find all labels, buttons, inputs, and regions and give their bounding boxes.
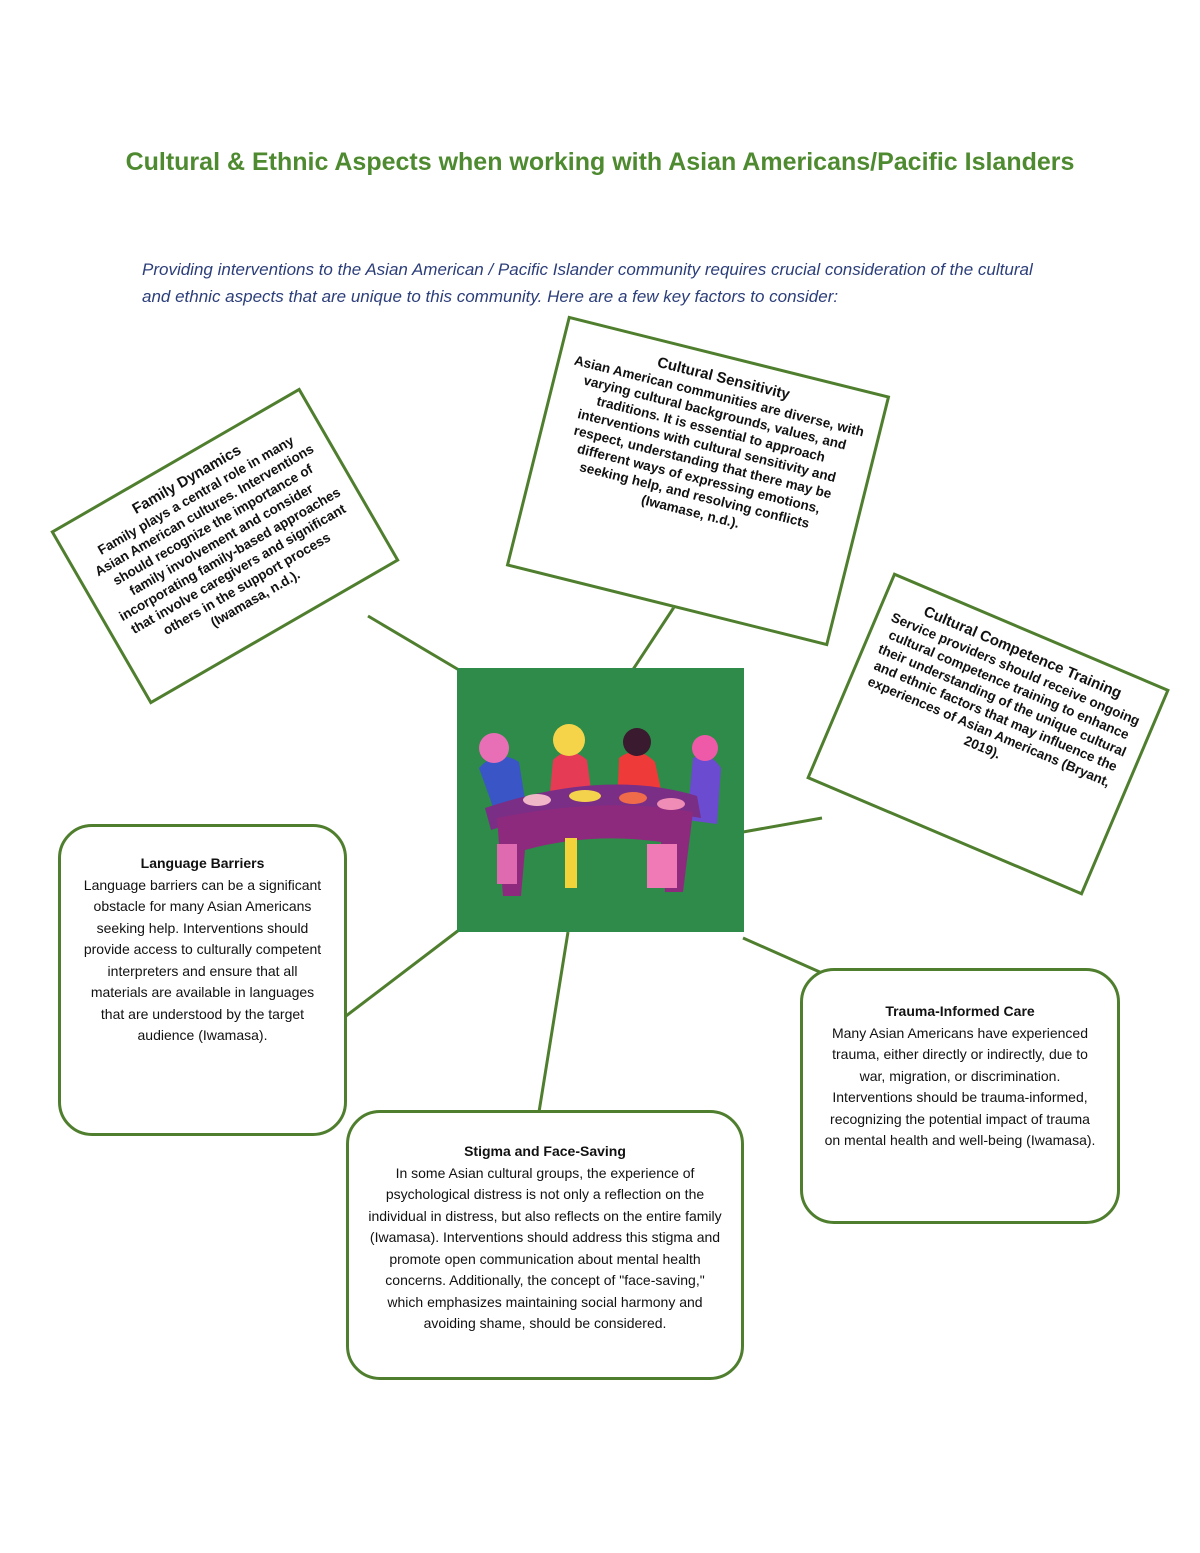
trauma-informed-care-heading: Trauma-Informed Care <box>821 1001 1099 1023</box>
connector-competence <box>743 818 822 832</box>
language-barriers-heading: Language Barriers <box>79 853 326 875</box>
language-barriers-box: Language Barriers Language barriers can … <box>58 824 347 1136</box>
connector-family <box>368 616 459 670</box>
connector-stigma <box>539 932 568 1112</box>
stigma-face-saving-body: In some Asian cultural groups, the exper… <box>367 1163 723 1335</box>
trauma-informed-care-box: Trauma-Informed Care Many Asian American… <box>800 968 1120 1224</box>
stigma-face-saving-heading: Stigma and Face-Saving <box>367 1141 723 1163</box>
connector-language <box>346 930 459 1016</box>
trauma-informed-care-body: Many Asian Americans have experienced tr… <box>821 1023 1099 1152</box>
family-dinner-illustration <box>457 668 744 932</box>
language-barriers-body: Language barriers can be a significant o… <box>79 875 326 1047</box>
stigma-face-saving-box: Stigma and Face-Saving In some Asian cul… <box>346 1110 744 1380</box>
family-dinner-icon <box>457 668 744 932</box>
connector-trauma <box>743 938 822 973</box>
